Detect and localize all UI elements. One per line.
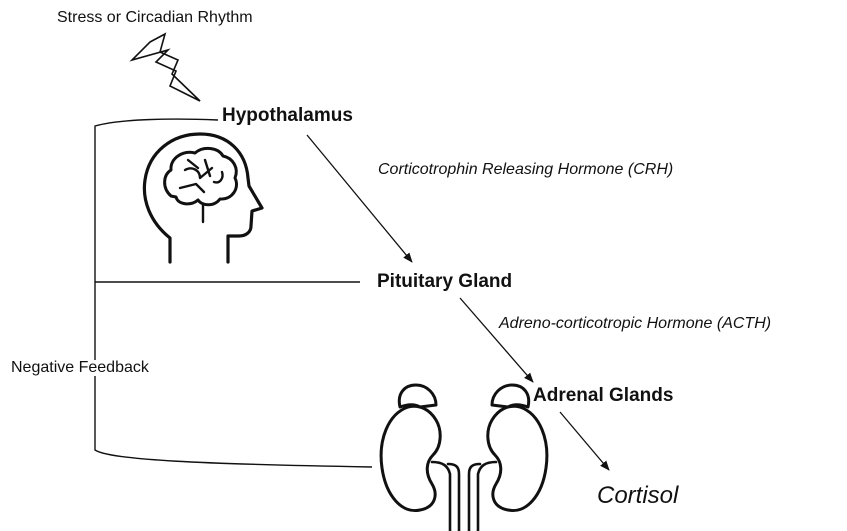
crh-hormone-label: Corticotrophin Releasing Hormone (CRH) (378, 162, 673, 178)
adrenal-glands-label: Adrenal Glands (533, 386, 673, 405)
pituitary-gland-label: Pituitary Gland (377, 272, 512, 291)
negative-feedback-label: Negative Feedback (10, 360, 150, 376)
cortisol-label: Cortisol (597, 484, 678, 508)
negative-feedback-bracket (95, 119, 372, 467)
lightning-bolt-icon (132, 34, 200, 101)
brain-head-icon (144, 134, 262, 262)
acth-hormone-label: Adreno-corticotropic Hormone (ACTH) (499, 316, 771, 332)
arrow-hypothalamus-to-pituitary (307, 135, 412, 262)
trigger-label: Stress or Circadian Rhythm (57, 10, 253, 26)
hypothalamus-label: Hypothalamus (222, 106, 353, 125)
arrow-pituitary-to-adrenal (460, 298, 533, 382)
arrow-adrenal-to-cortisol (560, 412, 609, 470)
kidneys-icon (381, 385, 547, 531)
